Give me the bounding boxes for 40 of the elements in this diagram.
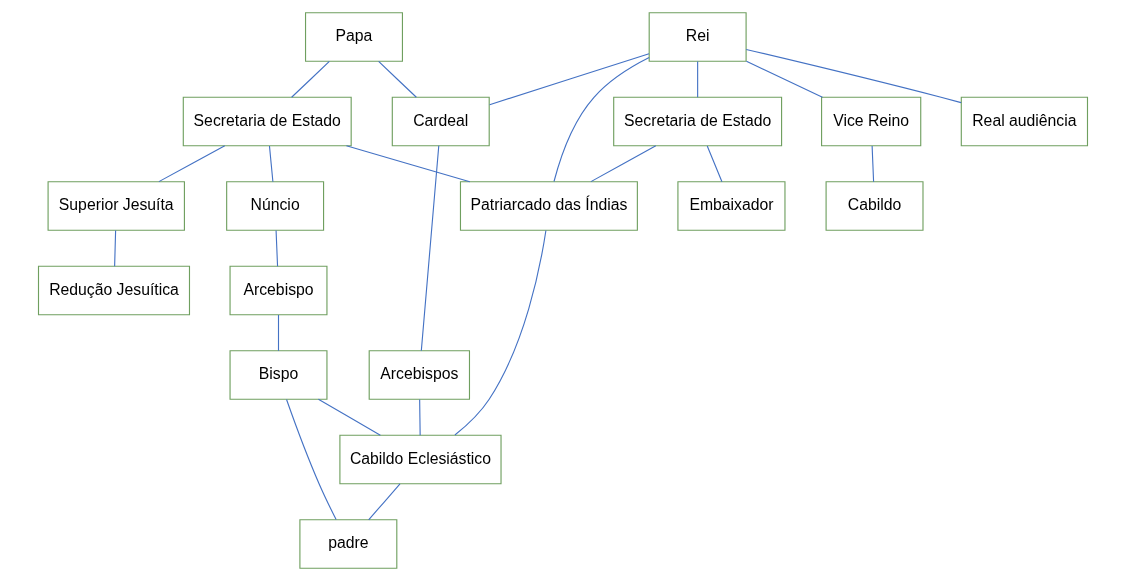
- connector: [345, 145, 471, 183]
- connector: [114, 229, 117, 267]
- node-box: Secretaria de Estado: [182, 96, 352, 147]
- node-box: Vice Reino: [821, 96, 922, 147]
- node-box: Patriarcado das Índias: [459, 181, 638, 231]
- connector: [489, 53, 650, 106]
- connector: [553, 56, 650, 183]
- node-box: Cabildo Eclesiástico: [339, 434, 502, 485]
- connector: [277, 314, 280, 352]
- connector: [158, 145, 226, 183]
- connector: [420, 145, 440, 352]
- node-box: Redução Jesuítica: [37, 265, 191, 316]
- connector: [378, 60, 417, 98]
- node-box: Núncio: [226, 181, 325, 231]
- connector: [697, 60, 699, 98]
- node-box: Papa: [304, 12, 403, 62]
- connector: [706, 145, 723, 183]
- connector: [291, 60, 330, 98]
- connector: [871, 145, 875, 183]
- node-box: Arcebispo: [229, 265, 328, 316]
- node-box: Bispo: [229, 350, 328, 400]
- connector: [745, 48, 962, 104]
- node-box: Cardeal: [391, 96, 490, 147]
- connector: [419, 398, 421, 436]
- connector: [745, 60, 823, 98]
- connector: [268, 145, 274, 183]
- node-box: padre: [299, 519, 398, 569]
- connector: [275, 229, 279, 267]
- connector: [454, 229, 547, 436]
- node-box: Arcebispos: [368, 350, 471, 400]
- connector: [317, 398, 381, 436]
- connector: [590, 145, 657, 183]
- node-box: Cabildo: [825, 181, 924, 231]
- node-box: Embaixador: [677, 181, 786, 231]
- node-box: Superior Jesuíta: [47, 181, 185, 231]
- connector: [368, 483, 401, 521]
- connector: [286, 398, 337, 521]
- node-box: Secretaria de Estado: [613, 96, 783, 147]
- node-box: Rei: [648, 12, 747, 62]
- node-box: Real audiência: [960, 96, 1089, 147]
